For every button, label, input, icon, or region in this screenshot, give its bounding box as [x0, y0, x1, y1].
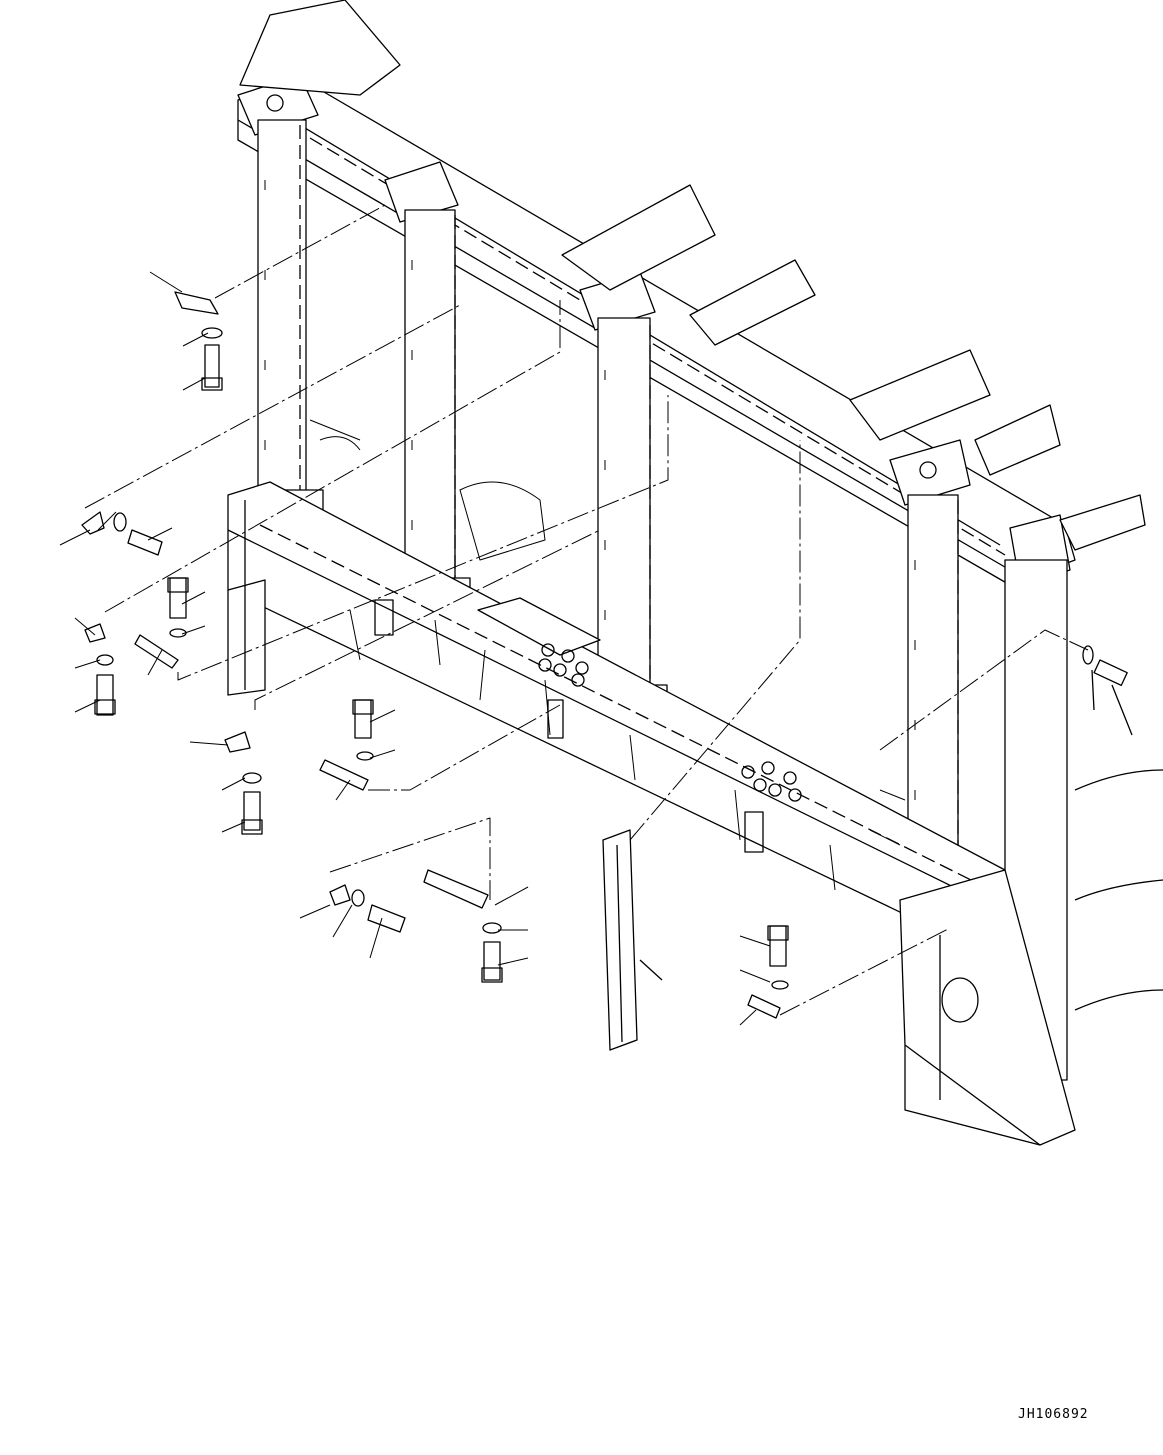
- reference-lines: [85, 205, 1088, 1015]
- frame-detail-marks: [310, 420, 905, 845]
- right-end-block: [900, 770, 1163, 1145]
- vertical-cover-plate: [603, 830, 662, 1050]
- lower-frame: [228, 482, 1010, 948]
- top-extension-arms: [240, 0, 1145, 550]
- drawing-id-label: JH106892: [1018, 1407, 1089, 1422]
- right-bolt-group: [1083, 646, 1132, 735]
- fastener-parts: [82, 292, 788, 1018]
- leader-lines: [60, 272, 770, 1025]
